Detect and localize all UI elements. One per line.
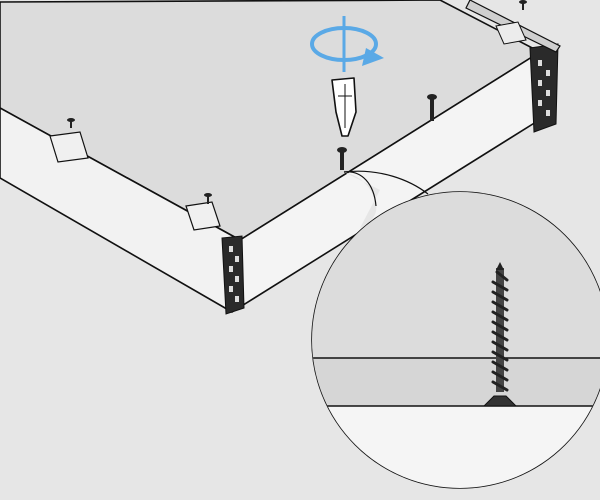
front-bracket-left — [49, 131, 89, 163]
screw-standing — [427, 94, 437, 121]
back-bracket — [495, 21, 527, 45]
front-bracket-right — [185, 201, 221, 231]
magnified-screw — [482, 262, 518, 407]
screw-small-1 — [67, 118, 75, 128]
front-corner-connector — [221, 235, 245, 315]
back-corner-connector — [529, 43, 559, 133]
screw-being-driven — [337, 147, 347, 170]
phillips-screwdriver-icon — [331, 77, 357, 137]
rotate-clockwise-arrow-icon — [310, 16, 384, 72]
screw-small-3 — [519, 0, 527, 10]
magnified-panel-layer — [312, 358, 600, 406]
screw-small-2 — [204, 193, 212, 204]
callout-pointer-right — [343, 170, 429, 195]
